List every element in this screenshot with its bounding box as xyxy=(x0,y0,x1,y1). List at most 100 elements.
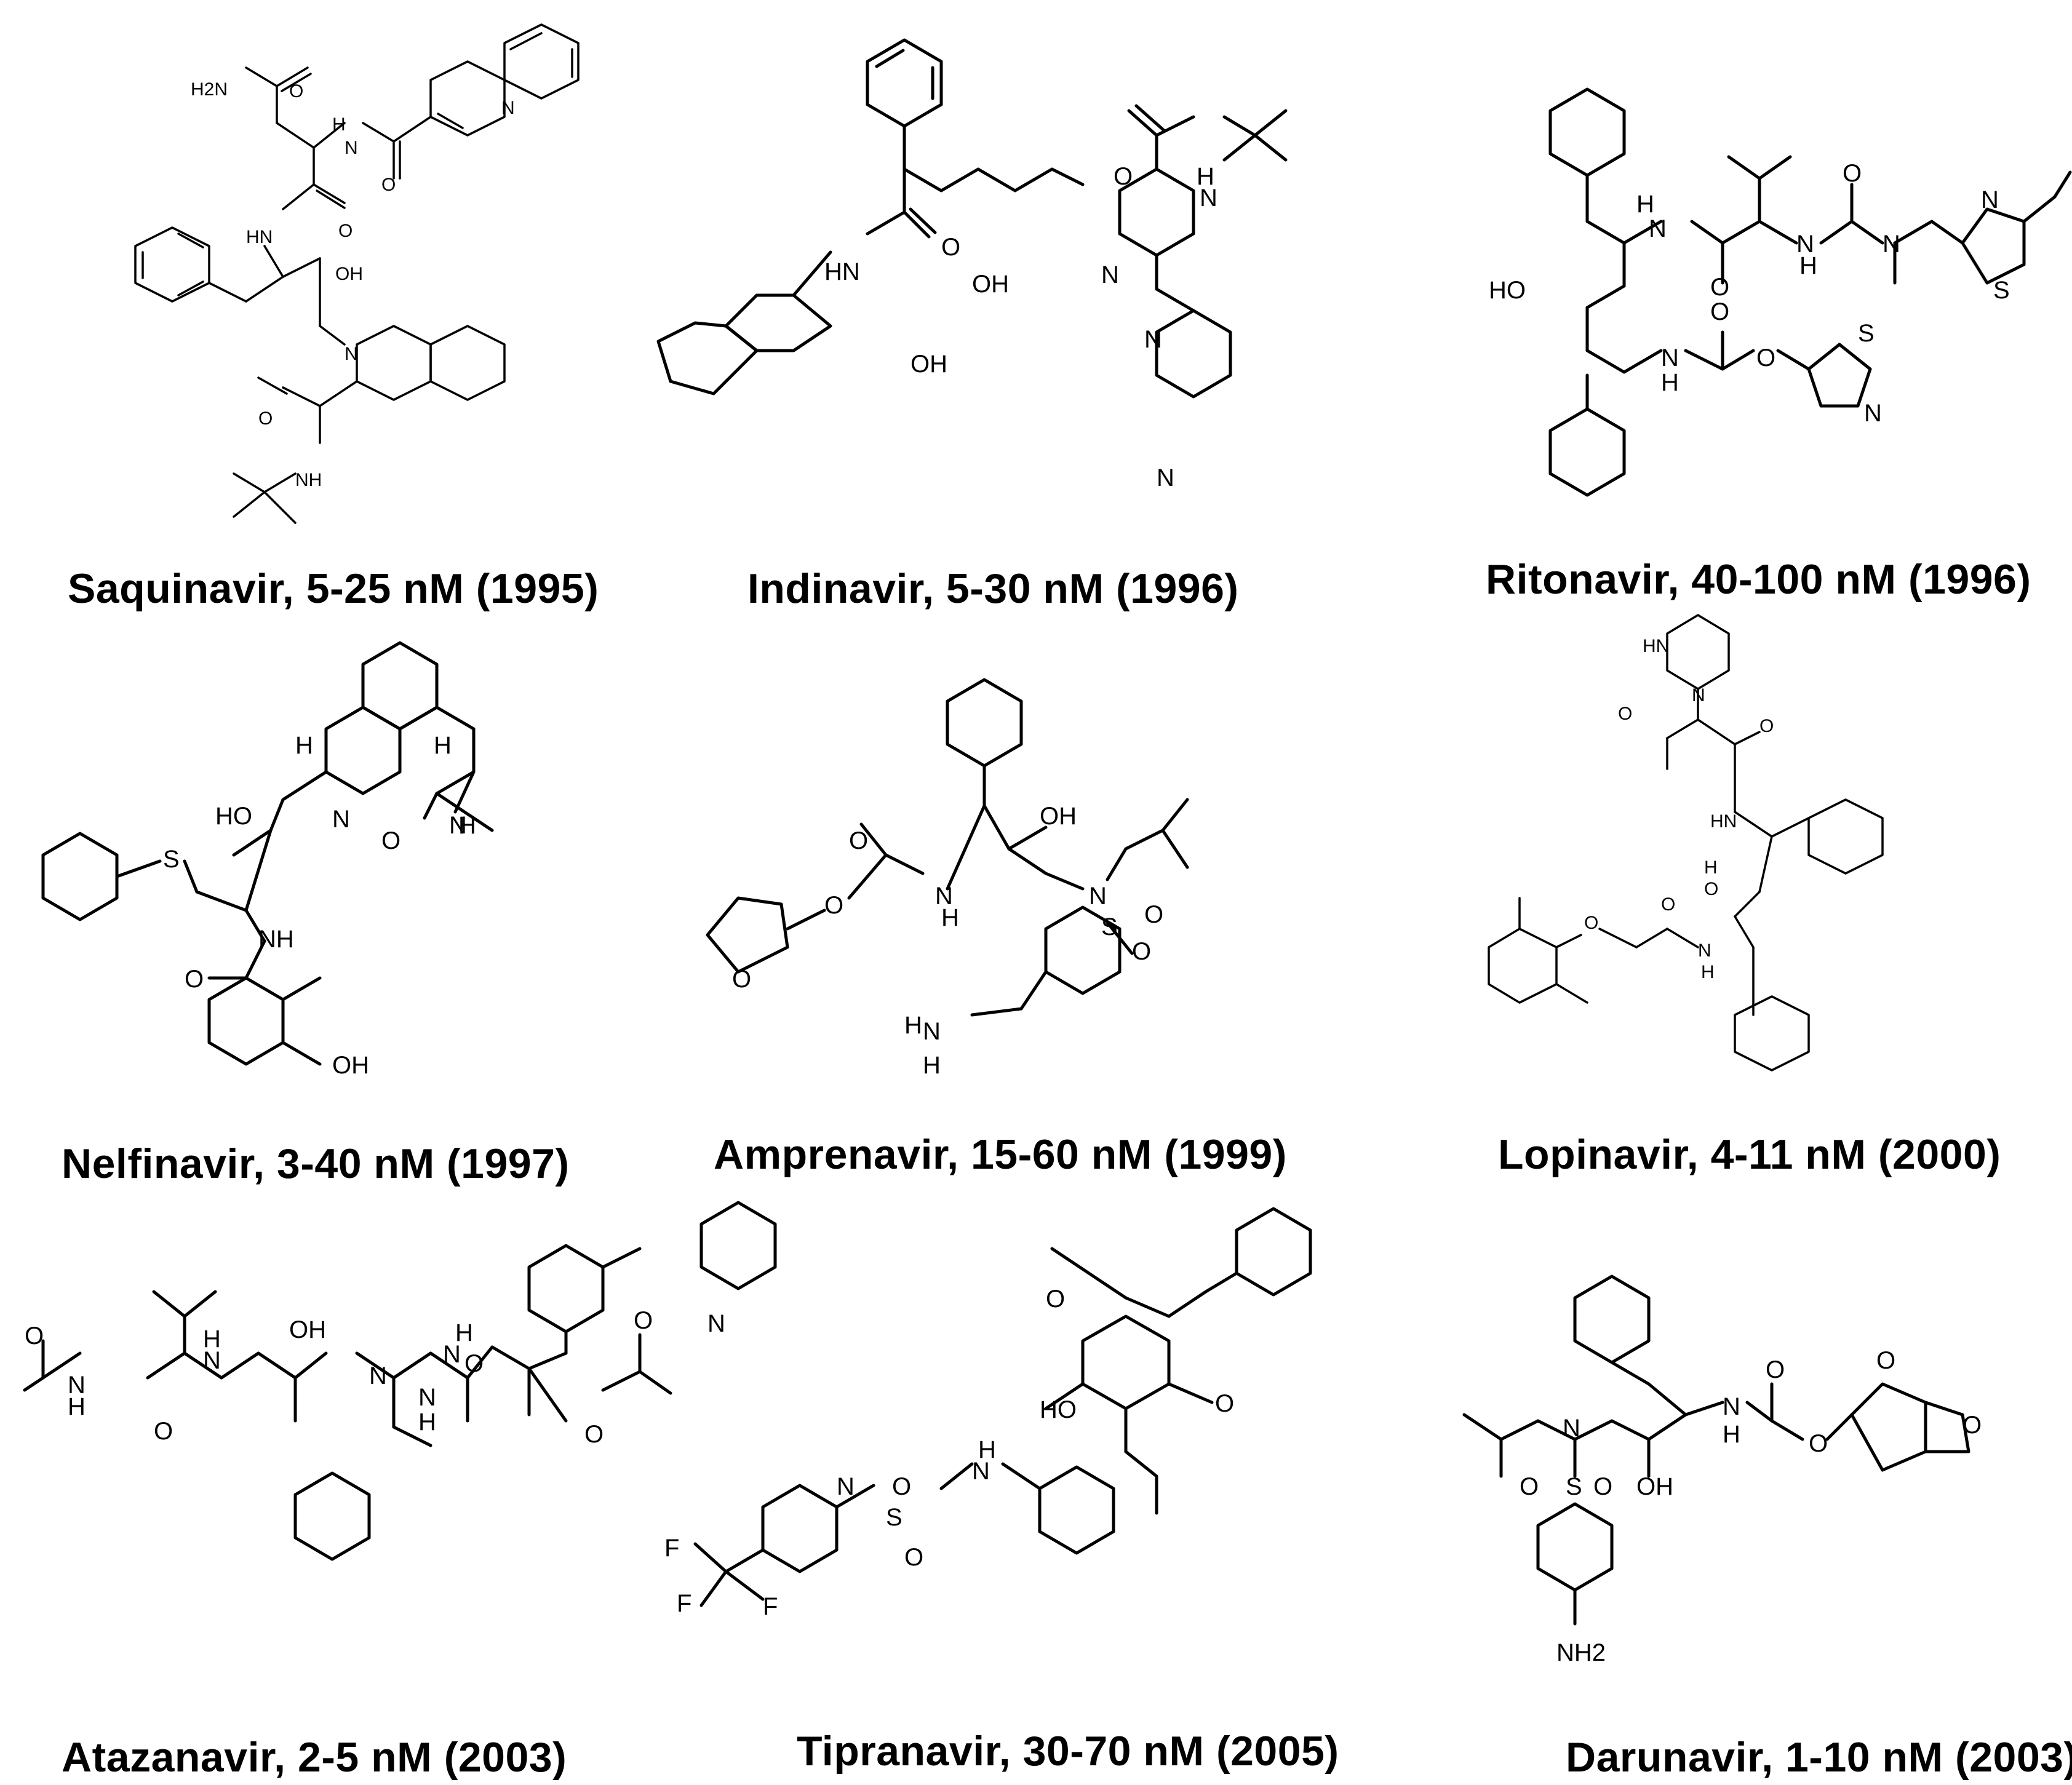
tipranavir-caption: Tipranavir, 30-70 nM (2005) xyxy=(797,1728,1339,1775)
svg-text:O: O xyxy=(1046,1286,1065,1313)
svg-text:O: O xyxy=(849,827,868,854)
nelfinavir-caption: Nelfinavir, 3-40 nM (1997) xyxy=(62,1140,570,1187)
lopinavir-structure: HN O N O HN H O O O N H xyxy=(1488,614,1884,1071)
svg-text:H: H xyxy=(203,1326,221,1353)
svg-text:S: S xyxy=(1993,277,2010,304)
svg-text:N: N xyxy=(1089,883,1107,910)
svg-text:H: H xyxy=(923,1052,941,1079)
svg-text:H: H xyxy=(332,114,346,135)
nelfinavir-structure: H H HO N S N O H NH O OH xyxy=(41,641,494,1079)
svg-text:NH: NH xyxy=(295,470,322,490)
svg-text:H: H xyxy=(1723,1421,1740,1448)
svg-text:N: N xyxy=(1649,215,1667,242)
svg-text:OH: OH xyxy=(332,1052,369,1079)
darunavir-caption: Darunavir, 1-10 nM (2003) xyxy=(1566,1734,2072,1781)
ritonavir-structure: H N O N H O N N S HO O N H O S N xyxy=(1489,87,2072,497)
indinavir-structure: HN O OH N O H N N OH N xyxy=(656,38,1288,491)
svg-text:N: N xyxy=(418,1384,436,1411)
svg-text:N: N xyxy=(68,1372,86,1399)
svg-text:OH: OH xyxy=(289,1316,326,1343)
svg-text:H: H xyxy=(941,904,959,931)
svg-text:O: O xyxy=(1215,1390,1234,1417)
svg-text:O: O xyxy=(1114,163,1133,190)
svg-text:H: H xyxy=(978,1436,996,1463)
svg-text:N: N xyxy=(443,1341,461,1368)
saquinavir-structure: H2N O N H N O O HN OH N O NH xyxy=(134,23,580,524)
svg-text:N: N xyxy=(501,98,515,118)
darunavir-structure: O O O O N H N O S O OH NH2 xyxy=(1462,1274,1982,1666)
svg-text:N: N xyxy=(1796,231,1814,258)
svg-text:N: N xyxy=(345,344,358,364)
svg-text:F: F xyxy=(763,1593,778,1620)
svg-text:O: O xyxy=(1843,160,1862,187)
svg-text:H: H xyxy=(1701,962,1715,982)
svg-text:NH2: NH2 xyxy=(1556,1639,1606,1666)
svg-text:H: H xyxy=(1799,252,1817,279)
svg-text:H: H xyxy=(1661,369,1679,396)
svg-text:S: S xyxy=(1101,913,1118,940)
svg-text:F: F xyxy=(664,1535,679,1562)
svg-text:HN: HN xyxy=(1643,636,1669,656)
svg-text:O: O xyxy=(1710,298,1729,325)
svg-text:S: S xyxy=(1566,1473,1582,1500)
svg-text:O: O xyxy=(1876,1347,1895,1374)
svg-text:N: N xyxy=(1157,464,1174,491)
svg-text:HN: HN xyxy=(824,258,860,285)
svg-text:N: N xyxy=(1723,1393,1740,1420)
svg-text:O: O xyxy=(1593,1473,1612,1500)
svg-text:N: N xyxy=(923,1018,941,1045)
svg-text:H: H xyxy=(1636,191,1654,218)
svg-text:O: O xyxy=(1710,274,1729,301)
svg-text:N: N xyxy=(203,1347,221,1374)
svg-text:HO: HO xyxy=(1040,1396,1077,1423)
svg-text:N: N xyxy=(449,812,467,839)
amprenavir-caption: Amprenavir, 15-60 nM (1999) xyxy=(714,1131,1287,1178)
svg-text:O: O xyxy=(904,1544,923,1571)
svg-text:O: O xyxy=(1144,901,1163,928)
svg-text:O: O xyxy=(464,1350,484,1377)
svg-text:H: H xyxy=(1197,163,1214,190)
svg-text:OH: OH xyxy=(1040,803,1077,830)
svg-text:HN: HN xyxy=(246,227,273,247)
svg-text:O: O xyxy=(185,966,204,993)
svg-text:N: N xyxy=(1883,231,1900,258)
svg-text:N: N xyxy=(837,1473,855,1500)
tipranavir-structure: O HO O H N N O S O F F F xyxy=(664,1207,1312,1620)
svg-text:H: H xyxy=(295,732,313,759)
svg-text:H: H xyxy=(1704,857,1718,878)
svg-text:O: O xyxy=(1704,879,1718,899)
atazanavir-structure: N H N H N OH O N N H O H N O O O xyxy=(23,1201,777,1561)
svg-text:N: N xyxy=(1864,400,1882,427)
svg-text:HN: HN xyxy=(1710,811,1737,832)
svg-text:H2N: H2N xyxy=(191,79,228,100)
svg-text:O: O xyxy=(25,1322,44,1350)
svg-text:OH: OH xyxy=(910,351,947,378)
svg-text:O: O xyxy=(892,1473,911,1500)
svg-text:OH: OH xyxy=(1636,1473,1673,1500)
atazanavir-caption: Atazanavir, 2-5 nM (2003) xyxy=(62,1734,567,1781)
svg-text:N: N xyxy=(345,138,358,158)
svg-text:O: O xyxy=(1661,894,1675,915)
svg-text:O: O xyxy=(1520,1473,1539,1500)
svg-text:H: H xyxy=(458,812,476,839)
svg-text:O: O xyxy=(732,966,751,993)
svg-text:N: N xyxy=(1661,344,1679,372)
svg-text:O: O xyxy=(1584,913,1598,933)
ritonavir-caption: Ritonavir, 40-100 nM (1996) xyxy=(1486,556,2031,603)
svg-text:O: O xyxy=(634,1307,653,1334)
svg-text:N: N xyxy=(707,1310,725,1337)
svg-text:S: S xyxy=(886,1504,903,1531)
svg-text:O: O xyxy=(824,892,843,919)
svg-text:O: O xyxy=(1756,344,1775,372)
svg-text:N: N xyxy=(1981,186,1999,213)
svg-text:S: S xyxy=(163,846,180,873)
svg-text:O: O xyxy=(1962,1412,1982,1439)
svg-text:H: H xyxy=(68,1393,86,1420)
svg-text:O: O xyxy=(289,81,303,101)
svg-text:OH: OH xyxy=(972,271,1009,298)
svg-text:F: F xyxy=(677,1590,691,1617)
svg-text:N: N xyxy=(935,883,953,910)
svg-text:N: N xyxy=(369,1362,387,1389)
